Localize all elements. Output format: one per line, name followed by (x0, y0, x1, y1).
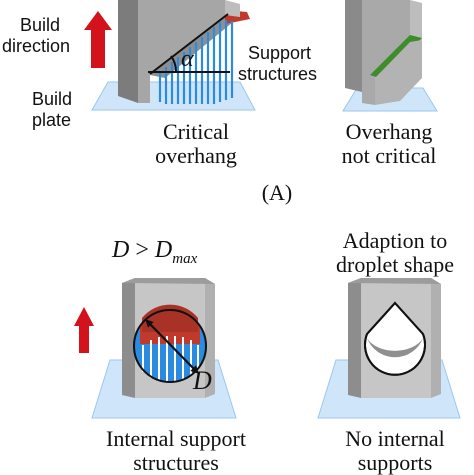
build-plate-left (91, 81, 256, 111)
build-direction-line-2: direction (2, 36, 71, 56)
build-direction-arrow-small (74, 307, 94, 353)
block-not-critical (345, 0, 422, 105)
adaption-line-1: Adaption to (342, 228, 448, 253)
build-plate-line-1: Build (32, 89, 73, 109)
formula-gt: > (135, 237, 149, 263)
no-internal-line-1: No internal (345, 426, 445, 451)
alpha-label: α (181, 46, 194, 72)
build-plate-line-2: plate (32, 110, 72, 130)
overhang-not-critical-line-2: not critical (341, 143, 437, 168)
critical-overhang-line-1: Critical (163, 119, 229, 144)
diameter-label: D (193, 366, 212, 395)
build-direction-arrow (84, 11, 112, 68)
no-internal-line-2: supports (357, 450, 433, 475)
build-direction-label: Build direction (2, 16, 82, 55)
internal-support-line-2: structures (133, 450, 219, 475)
overhang-not-critical-label: Overhang not critical (324, 121, 454, 167)
formula-d: D (112, 237, 130, 263)
droplet-hole (364, 301, 426, 376)
angle-marker (148, 13, 230, 75)
adaption-line-2: droplet shape (336, 252, 454, 277)
support-structures (158, 20, 234, 104)
diameter-arrow (145, 319, 199, 374)
internal-support-line-1: Internal support (106, 426, 246, 451)
overhang-not-critical-line-1: Overhang (345, 119, 433, 144)
build-direction-line-1: Build (20, 15, 61, 35)
internal-support-label: Internal support structures (86, 428, 266, 474)
support-structures-line-2: structures (238, 64, 318, 84)
critical-overhang-line-2: overhang (155, 143, 237, 168)
panel-label-a: (A) (261, 180, 293, 205)
support-structures-label: Support structures (238, 44, 317, 83)
no-internal-label: No internal supports (325, 428, 465, 474)
diameter-condition-label: D > Dmax (112, 238, 197, 267)
adaption-label: Adaption to droplet shape (320, 230, 470, 276)
build-plate-label: Build plate (32, 90, 72, 129)
support-structures-line-1: Support (248, 43, 312, 63)
critical-overhang-label: Critical overhang (136, 121, 256, 167)
block-critical (118, 0, 250, 103)
formula-dmax: D (154, 237, 173, 263)
formula-dmax-sub: max (172, 250, 198, 267)
